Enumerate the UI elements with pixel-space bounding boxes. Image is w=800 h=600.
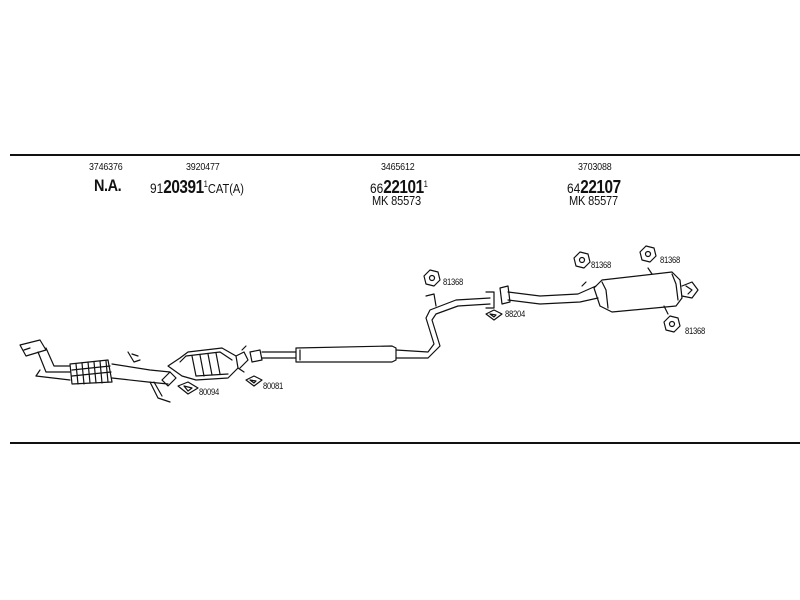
top-rule xyxy=(10,154,800,156)
gasket-80094 xyxy=(177,381,199,395)
rear-muffler xyxy=(499,267,699,315)
mk-label: MK 85577 xyxy=(569,193,619,208)
center-pipe xyxy=(249,291,495,363)
mk-label: MK 85573 xyxy=(372,193,422,208)
gasket-88204 xyxy=(485,309,503,321)
part-prefix: 91 xyxy=(150,180,164,196)
part-code: 22101 xyxy=(383,177,424,197)
hanger-mount xyxy=(423,245,681,333)
gasket-80081 xyxy=(245,375,263,387)
part-prefix: 64 xyxy=(567,180,581,196)
callout-label: 81368 xyxy=(685,326,706,336)
callout-label: 80094 xyxy=(199,387,220,397)
callout-label: 81368 xyxy=(591,260,612,270)
part-prefix: 66 xyxy=(370,180,384,196)
part-code: 20391 xyxy=(163,177,204,197)
reference-number: 3920477 xyxy=(186,161,220,173)
callout-label: 81368 xyxy=(660,255,681,265)
part-superscript: 1 xyxy=(203,179,208,189)
bottom-rule xyxy=(10,442,800,444)
part-code: 22107 xyxy=(580,177,621,197)
front-pipe xyxy=(19,339,171,403)
na-label: N.A. xyxy=(94,176,122,195)
callout-label: 80081 xyxy=(263,381,284,391)
reference-number: 3465612 xyxy=(381,161,415,173)
part-code-catalyst: 91203911CAT(A) xyxy=(150,177,244,198)
part-code-center-pipe: 66221011 xyxy=(370,177,428,198)
part-code-rear-muffler: 6422107 xyxy=(567,177,621,198)
part-superscript: 1 xyxy=(423,179,428,189)
callout-label: 88204 xyxy=(505,309,526,319)
catalytic-converter xyxy=(161,345,249,387)
part-suffix: CAT(A) xyxy=(207,181,244,196)
reference-number: 3746376 xyxy=(89,161,123,173)
callout-label: 81368 xyxy=(443,277,464,287)
reference-number: 3703088 xyxy=(578,161,612,173)
